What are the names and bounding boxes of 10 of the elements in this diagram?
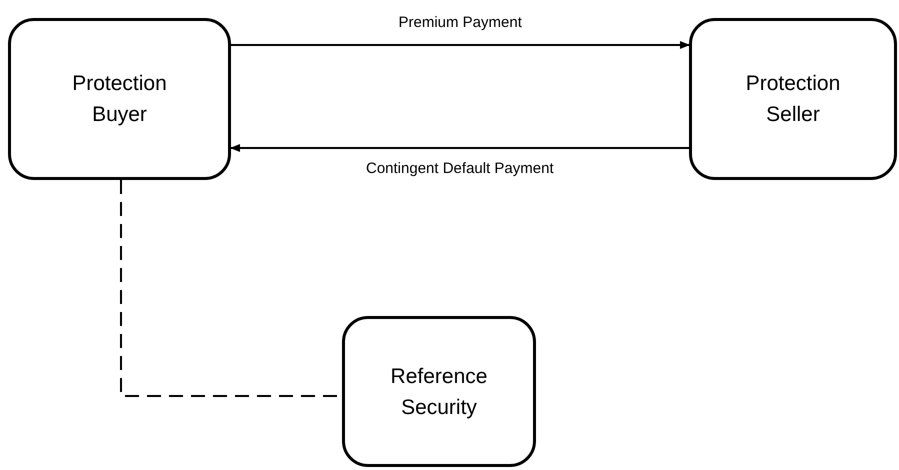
edge-label: Premium Payment — [396, 14, 524, 31]
rounded-box — [342, 316, 536, 467]
arrow — [230, 144, 689, 152]
rounded-box — [8, 18, 231, 180]
rounded-box — [689, 18, 897, 180]
node-label: Protection Seller — [744, 71, 842, 128]
node-label: Reference Security — [390, 364, 488, 420]
arrow — [231, 41, 690, 49]
node-label: Protection Buyer — [71, 71, 168, 128]
edge-label: Contingent Default Payment — [364, 160, 556, 177]
